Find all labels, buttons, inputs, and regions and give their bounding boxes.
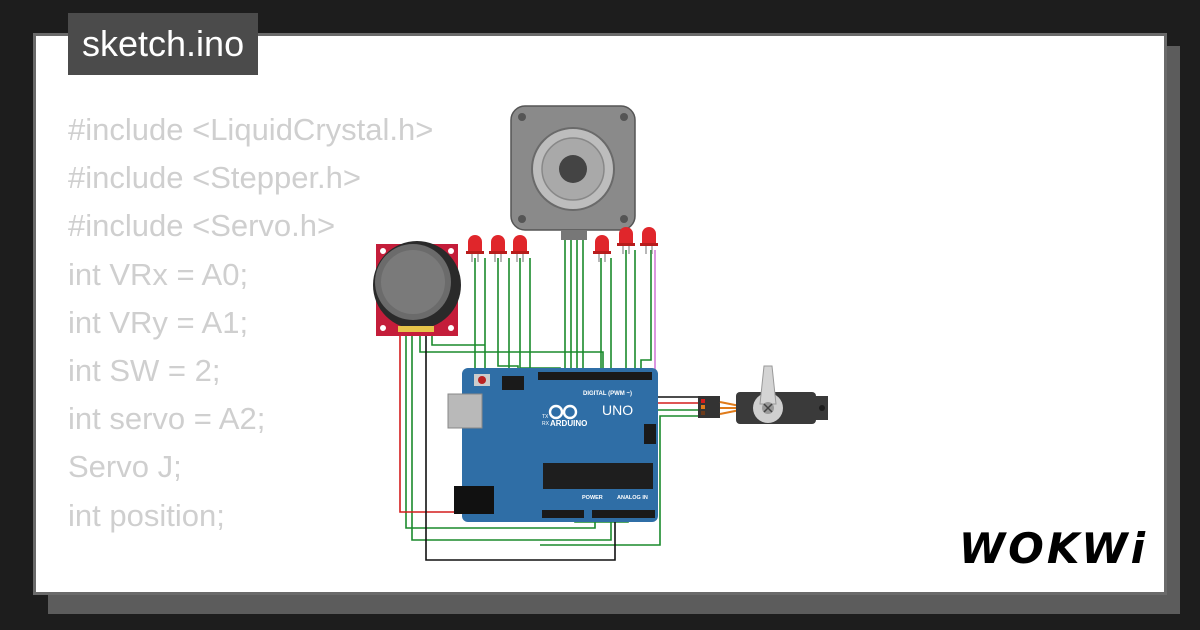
- code-line: #include <LiquidCrystal.h>: [68, 112, 434, 147]
- leds: [466, 227, 658, 262]
- led-icon: [466, 235, 484, 262]
- code-line: int VRy = A1;: [68, 304, 249, 340]
- rx-label: RX: [542, 421, 550, 427]
- led-icon: [511, 235, 529, 262]
- led-icon: [489, 235, 507, 262]
- analog-label: ANALOG IN: [617, 495, 648, 501]
- tx-label: TX: [542, 414, 549, 420]
- wokwi-logo: WOKWi: [958, 524, 1148, 573]
- led-icon: [593, 235, 611, 262]
- code-line: #include <Servo.h>: [68, 208, 336, 244]
- arduino-uno-icon: UNO ARDUINO DIGITAL (PWM ~) POWER ANALOG…: [447, 368, 658, 522]
- digital-label: DIGITAL (PWM ~): [583, 391, 632, 397]
- joystick-icon: [373, 241, 461, 336]
- stepper-motor-icon: [510, 105, 636, 240]
- led-icon: [617, 227, 635, 254]
- code-preview: #include <LiquidCrystal.h> #include <Step…: [68, 106, 557, 592]
- file-title: sketch.ino: [68, 13, 259, 75]
- code-line: Servo J;: [68, 449, 182, 485]
- board-maker: ARDUINO: [550, 419, 587, 428]
- arduino-logo-icon: [548, 404, 578, 420]
- board-name: UNO: [602, 402, 633, 418]
- code-line: int servo = A2;: [68, 401, 266, 437]
- servo-motor-icon: [698, 365, 828, 424]
- led-icon: [640, 227, 658, 254]
- code-line: int SW = 2;: [68, 352, 221, 388]
- code-line: #include <Stepper.h>: [68, 160, 362, 196]
- code-line: int position;: [68, 497, 225, 533]
- code-line: int VRx = A0;: [68, 256, 249, 292]
- power-label: POWER: [582, 495, 603, 501]
